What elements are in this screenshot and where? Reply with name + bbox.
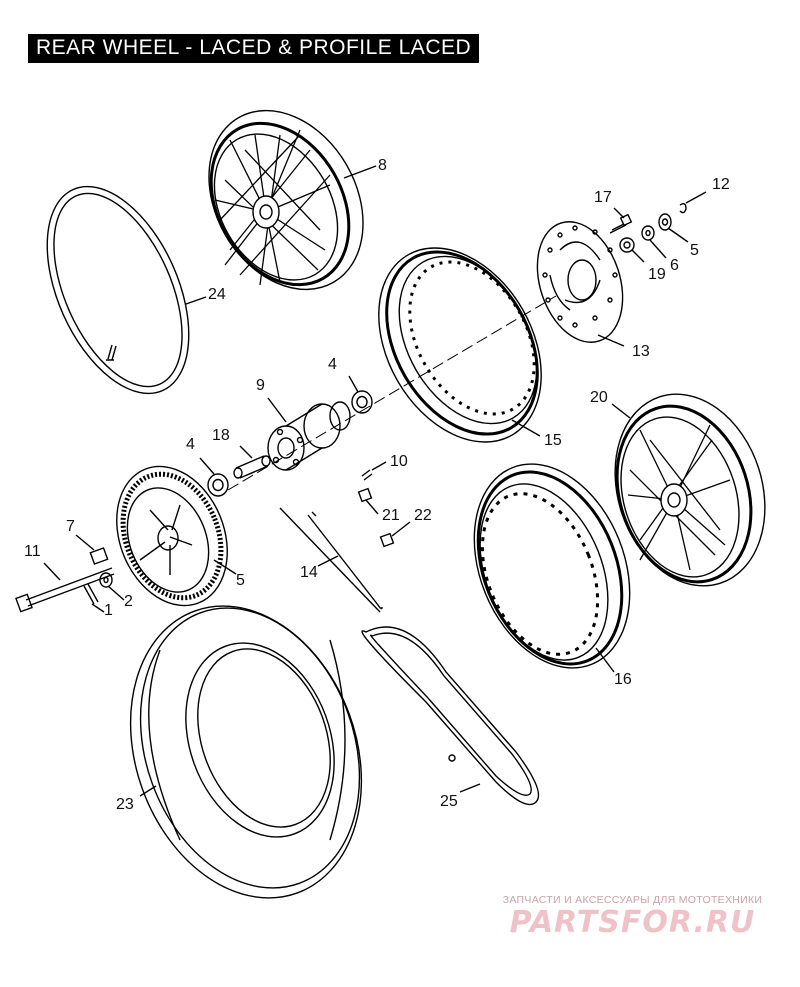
pulley-5 <box>116 465 228 607</box>
watermark-logo: PARTSFOR.RU <box>509 905 756 940</box>
brake-disc-13 <box>536 221 624 343</box>
spacer-7 <box>89 547 109 565</box>
laced-wheel-8 <box>208 109 364 291</box>
diagram-title: REAR WHEEL - LACED & PROFILE LACED <box>28 34 480 63</box>
watermark-caption: ЗАПЧАСТИ И АКСЕССУАРЫ ДЛЯ МОТОТЕХНИКИ <box>502 894 763 906</box>
callout-20: 20 <box>590 389 608 406</box>
callout-7: 7 <box>66 518 75 535</box>
profile-laced-wheel-20 <box>614 393 766 587</box>
bolt-17 <box>609 213 633 234</box>
watermark: ЗАПЧАСТИ И АКСЕССУАРЫ ДЛЯ МОТОТЕХНИКИ PA… <box>480 894 785 940</box>
inner-tube-24 <box>46 185 190 395</box>
callout-5-pulley: 5 <box>236 572 245 589</box>
callout-12: 12 <box>712 176 730 193</box>
callout-9: 9 <box>256 377 265 394</box>
callout-15: 15 <box>544 432 562 449</box>
tire-23 <box>129 605 363 899</box>
profile-rim-16 <box>473 463 631 669</box>
clip-12 <box>679 202 687 214</box>
callout-17: 17 <box>594 189 612 206</box>
rim-15 <box>378 247 542 443</box>
callout-4-upper: 4 <box>328 356 337 373</box>
callout-21: 21 <box>382 507 400 524</box>
callout-14: 14 <box>300 564 318 581</box>
axle-11 <box>15 567 115 613</box>
callout-5-bearing: 5 <box>690 242 699 259</box>
nut-21 <box>357 487 373 503</box>
callout-4-lower: 4 <box>186 436 195 453</box>
washer-2 <box>99 572 113 588</box>
callout-22: 22 <box>414 507 432 524</box>
callout-6: 6 <box>670 257 679 274</box>
nipple-10 <box>361 469 373 481</box>
callout-24: 24 <box>208 286 226 303</box>
callout-1: 1 <box>104 602 113 619</box>
belt-25 <box>361 626 540 806</box>
pin-1 <box>83 583 99 605</box>
callout-19: 19 <box>648 266 666 283</box>
spacer-18 <box>233 455 271 479</box>
callout-13: 13 <box>632 343 650 360</box>
callout-16: 16 <box>614 671 632 688</box>
callout-8: 8 <box>378 157 387 174</box>
bearing-4-upper <box>351 390 373 414</box>
callout-23: 23 <box>116 796 134 813</box>
callout-10: 10 <box>390 453 408 470</box>
callout-25: 25 <box>440 793 458 810</box>
bearing-4-lower <box>207 473 229 497</box>
nut-19 <box>619 237 635 253</box>
callout-2: 2 <box>124 593 133 610</box>
callout-11: 11 <box>24 543 41 560</box>
bearing-5-right <box>658 213 672 231</box>
washer-6 <box>641 225 655 241</box>
balance-weight-22 <box>379 532 395 548</box>
hub-9 <box>267 401 351 471</box>
callout-18: 18 <box>212 427 230 444</box>
